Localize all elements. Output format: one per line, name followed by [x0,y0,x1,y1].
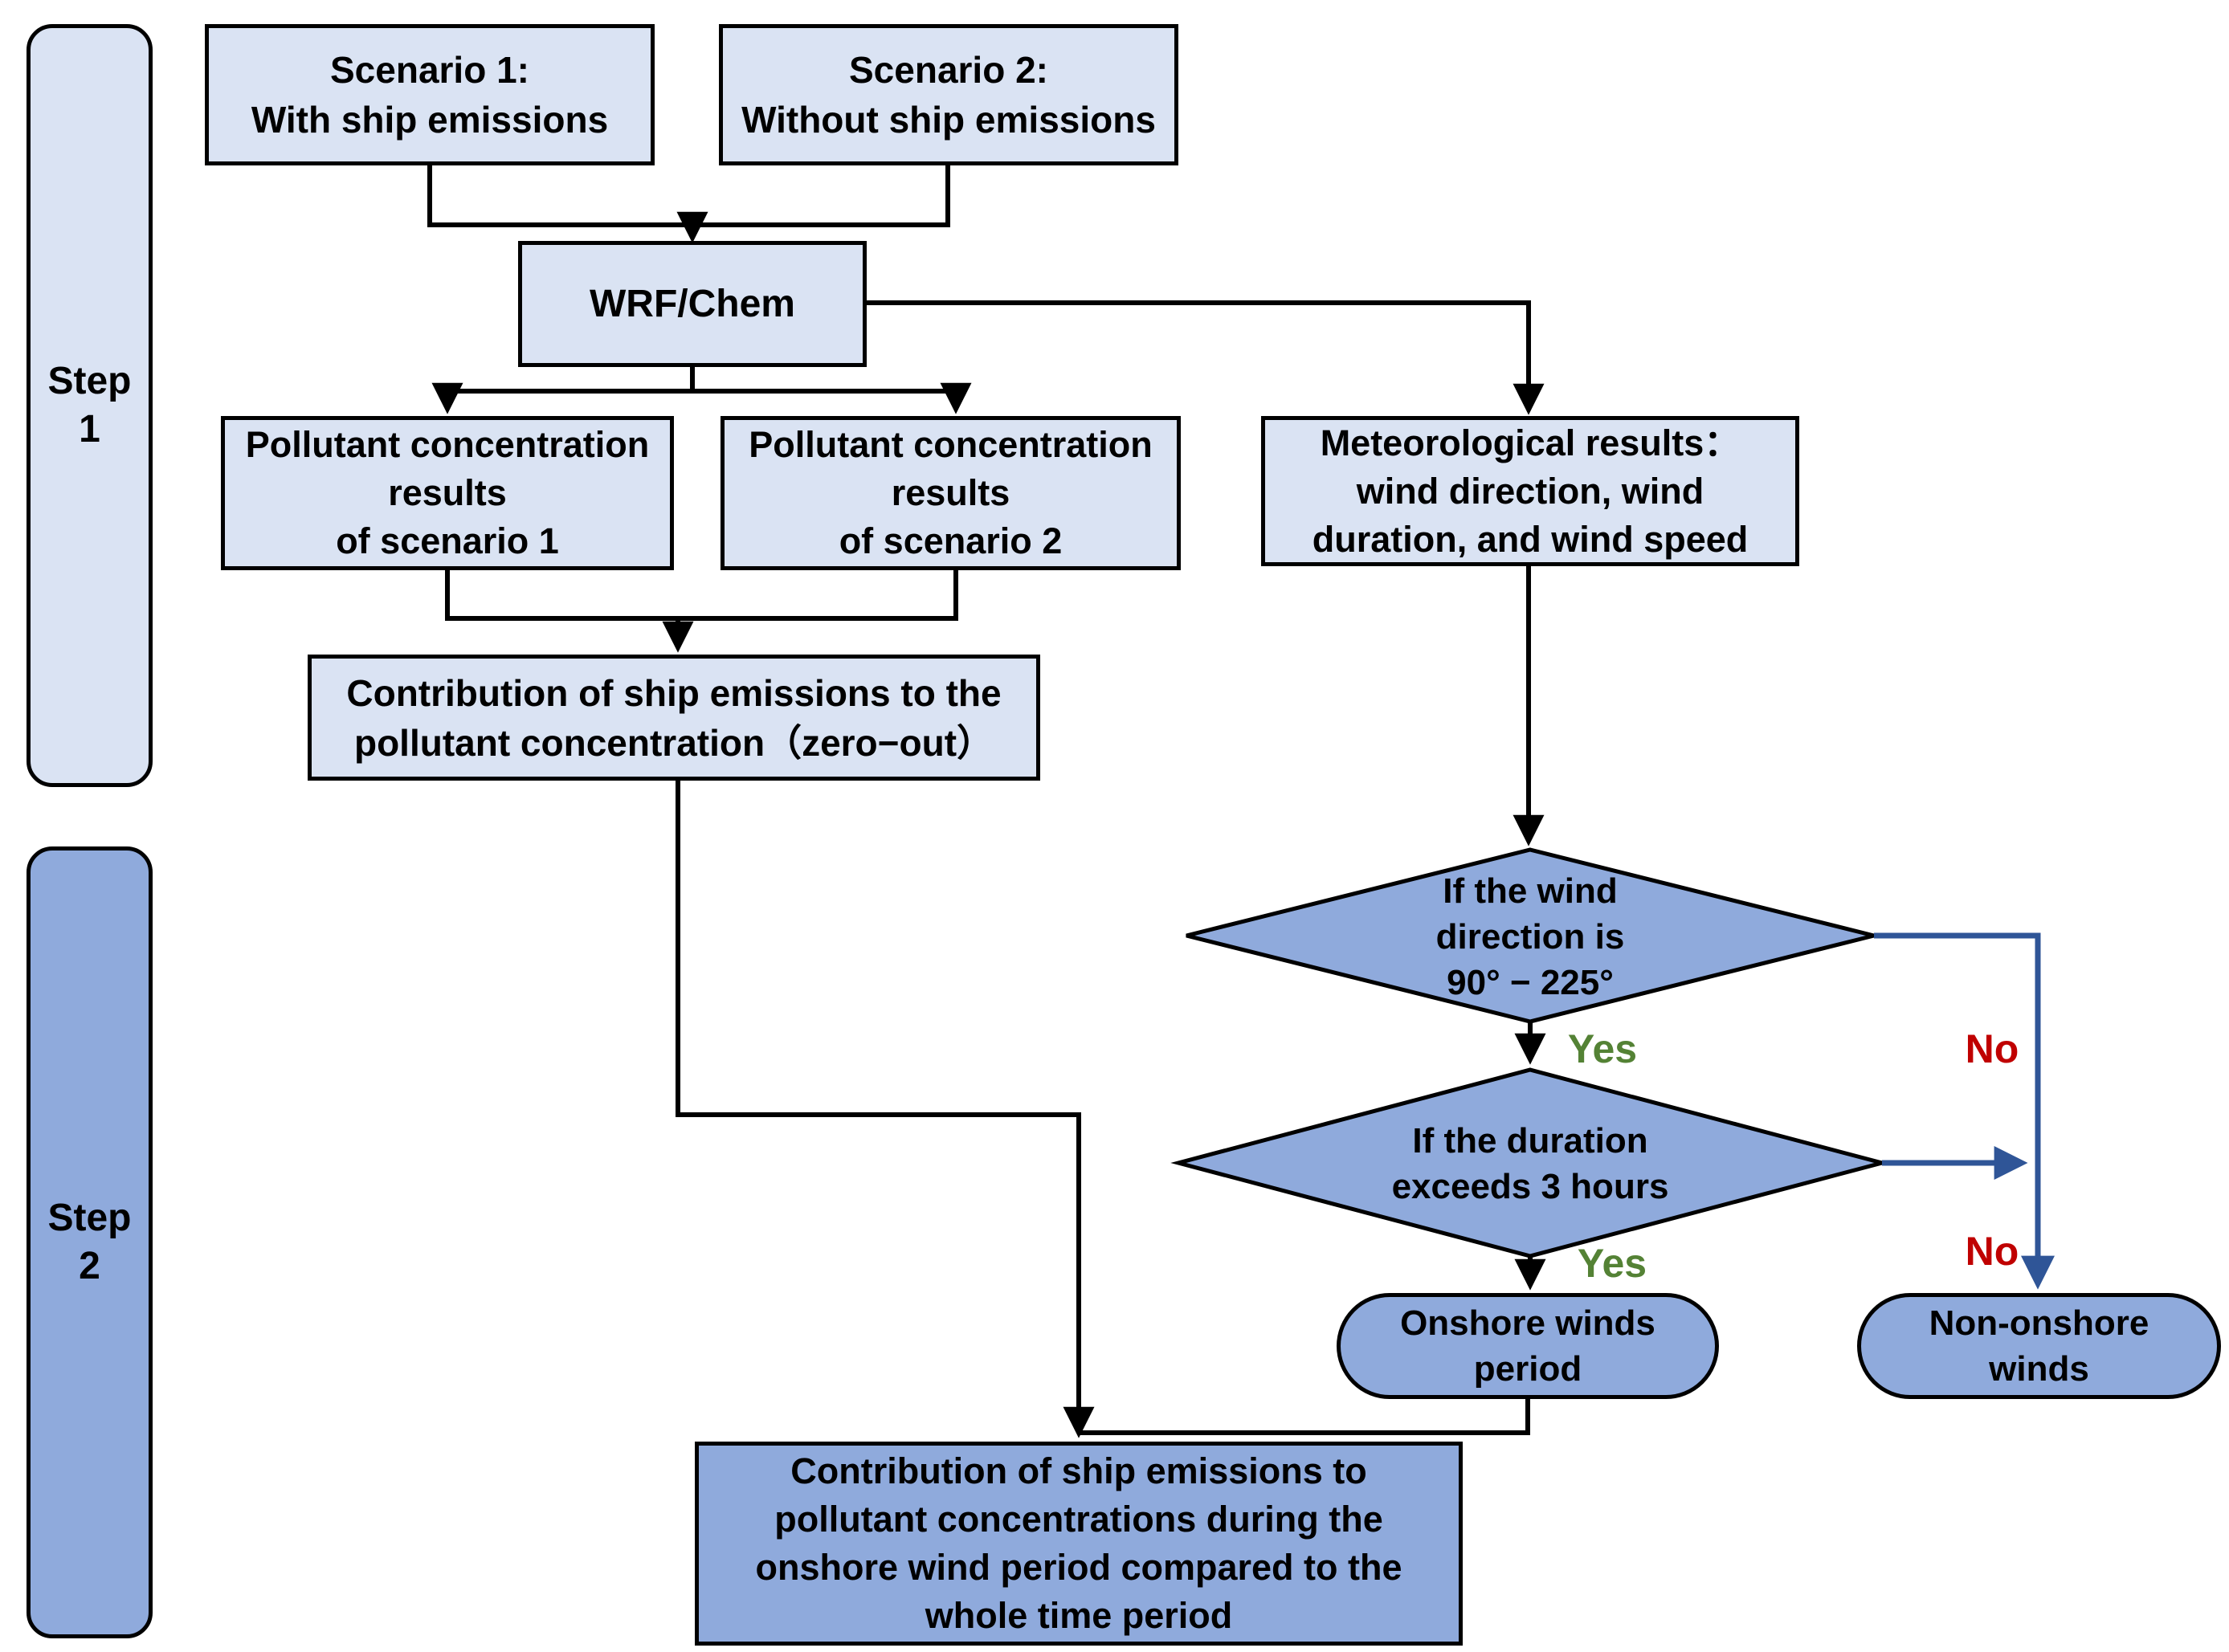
onshore-winds-terminal: Onshore winds period [1337,1293,1719,1399]
duration-line: exceeds 3 hours [1391,1167,1669,1206]
connector-wind-direction-no [1874,932,2055,1290]
pollutant2-line: results [891,472,1010,513]
pollutant1-box: Pollutant concentration results of scena… [221,416,674,570]
meteorological-line: wind direction, wind [1356,470,1704,512]
final-line: onshore wind period compared to the [755,1547,1402,1588]
step1-sidebar: Step 1 [27,24,153,787]
pollutant2-box: Pollutant concentration results of scena… [721,416,1181,570]
pollutant1-line: Pollutant concentration [245,424,650,465]
scenario2-subtitle: Without ship emissions [741,99,1156,141]
final-line: pollutant concentrations during the [774,1499,1383,1540]
pollutant2-line: Pollutant concentration [749,424,1153,465]
wind-direction-line: If the wind [1443,871,1618,911]
meteorological-line: duration, and wind speed [1312,518,1749,560]
connector-wrfchem-split [447,366,956,394]
pollutant1-line: results [388,472,507,513]
connector-zero-out-to-final [676,780,1095,1438]
wind-direction-no-label: No [1965,1026,2019,1071]
zero-out-box: Contribution of ship emissions to the po… [308,655,1040,781]
step2-sidebar: Step 2 [27,846,153,1638]
wind-direction-line: direction is [1435,916,1625,957]
onshore-line: Onshore winds [1400,1303,1655,1343]
zero-out-line: Contribution of ship emissions to the [346,671,1002,714]
step1-number: 1 [79,408,100,451]
non-onshore-line: Non-onshore [1929,1303,2149,1343]
wrfchem-label: WRF/Chem [590,282,795,325]
zero-out-line: pollutant concentration（zero−out） [353,721,994,764]
scenario1-subtitle: With ship emissions [251,99,609,141]
non-onshore-line: winds [1989,1349,2089,1389]
scenario2-box: Scenario 2: Without ship emissions [719,24,1178,165]
final-contribution-box: Contribution of ship emissions to pollut… [695,1442,1463,1646]
duration-decision-text: If the duration exceeds 3 hours [1305,1115,1755,1213]
scenario1-title: Scenario 1: [330,49,529,91]
step1-label: Step [47,360,132,402]
wind-direction-decision-text: If the wind direction is 90° − 225° [1305,866,1755,1007]
duration-yes-label: Yes [1577,1241,1647,1286]
step2-number: 2 [79,1245,100,1287]
wind-direction-line: 90° − 225° [1447,962,1614,1002]
connector-onshore-to-final [1079,1399,1530,1435]
connector-wrfchem-to-meteorological [867,300,1545,415]
step2-label: Step [47,1197,132,1239]
pollutant1-line: of scenario 1 [336,520,559,561]
scenario2-title: Scenario 2: [849,49,1048,91]
connector-scenarios-merge [427,165,950,227]
non-onshore-winds-terminal: Non-onshore winds [1857,1293,2221,1399]
duration-line: If the duration [1412,1121,1648,1160]
connector-pollutants-merge [445,569,958,621]
final-line: whole time period [925,1595,1233,1636]
wrfchem-box: WRF/Chem [518,241,867,367]
final-line: Contribution of ship emissions to [790,1450,1367,1491]
pollutant2-line: of scenario 2 [839,520,1063,561]
meteorological-box: Meteorological results： wind direction, … [1261,416,1799,566]
wind-direction-yes-label: Yes [1567,1026,1638,1071]
duration-no-label: No [1965,1229,2019,1274]
meteorological-line: Meteorological results： [1320,422,1741,463]
scenario1-box: Scenario 1: With ship emissions [205,24,655,165]
onshore-line: period [1473,1349,1582,1389]
